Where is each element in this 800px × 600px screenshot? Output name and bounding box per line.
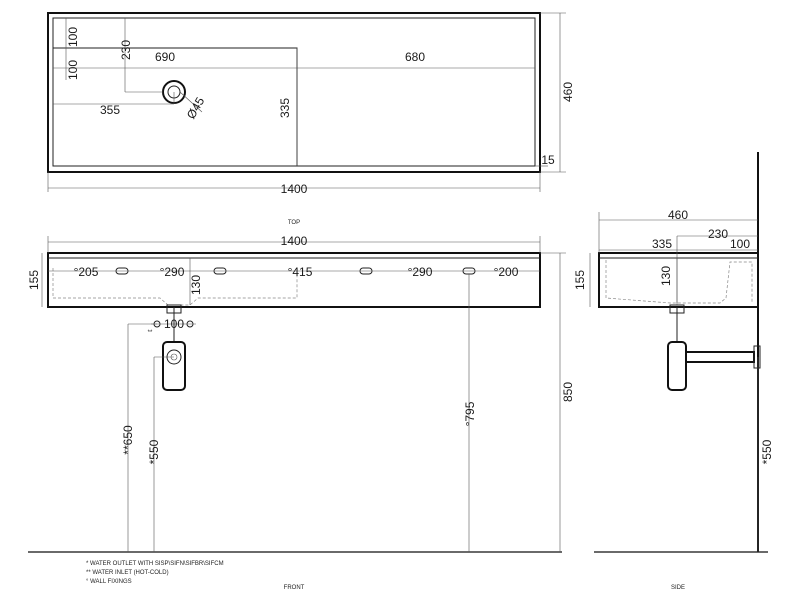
dim-label-355: 355 (100, 103, 120, 117)
note-water-outlet: * WATER OUTLET WITH SISP\SIFN\SIFBR\SIFC… (86, 561, 224, 567)
dim-label-680: 680 (405, 50, 425, 64)
dim-label-205: °205 (74, 265, 99, 279)
top-inner-outline (52, 17, 536, 167)
dim-label-100-left: 100 (66, 60, 80, 80)
dim-label-335: 335 (278, 98, 292, 118)
side-hidden-bowl (605, 260, 753, 304)
side-basin-body (598, 252, 759, 308)
dim-label-1400: 1400 (281, 182, 308, 196)
dim-label-front-130: 130 (189, 275, 203, 295)
dim-label-front-550: *550 (147, 439, 161, 464)
dim-label-200: °200 (494, 265, 519, 279)
dim-label-side-550: *550 (760, 439, 774, 464)
dim-label-290b: °290 (408, 265, 433, 279)
dim-label-front-650: **650 (121, 425, 135, 455)
front-view-caption: FRONT (284, 585, 305, 591)
dim-label-290a: °290 (160, 265, 185, 279)
dim-label-15: 15 (541, 153, 555, 167)
basin-shelf-edge (53, 47, 298, 166)
dim-label-795: °795 (463, 401, 477, 426)
side-view-caption: SIDE (671, 585, 685, 591)
top-view: 100 230 690 680 100 Ø45 355 335 460 15 1… (47, 12, 575, 226)
dim-label-230: 230 (119, 40, 133, 60)
dim-label-side-100: 100 (730, 237, 750, 251)
dim-label-690: 690 (155, 50, 175, 64)
dim-label-850: 850 (561, 382, 575, 402)
side-wall-flange (753, 345, 761, 369)
dim-leader-45 (179, 91, 203, 113)
dim-label-100-top: 100 (66, 27, 80, 47)
dim-label-415: °415 (288, 265, 313, 279)
dim-label-front-1400: 1400 (281, 234, 308, 248)
top-view-caption: TOP (288, 220, 300, 226)
dim-label-side-335: 335 (652, 237, 672, 251)
dim-label-460: 460 (561, 82, 575, 102)
front-view: 1400 155 °205 °290 °415 °290 °200 130 10… (27, 234, 575, 591)
top-outer-outline (47, 12, 541, 173)
dim-label-front-100: 100 (164, 317, 184, 331)
trap-body (162, 341, 186, 391)
dim-label-side-460: 460 (668, 208, 688, 222)
dim-label-side-155: 155 (573, 270, 587, 290)
side-trap-body (667, 341, 687, 391)
front-basin-body (47, 252, 541, 308)
note-wall-fixings: ° WALL FIXINGS (86, 579, 132, 585)
trap-coupling (166, 304, 182, 314)
dim-label-side-130: 130 (659, 266, 673, 286)
front-hidden-bowl (52, 268, 298, 306)
side-trap-outlet-pipe (685, 351, 755, 363)
dim-label-side-230: 230 (708, 227, 728, 241)
note-water-inlet: ** WATER INLET (HOT-COLD) (86, 570, 169, 576)
side-view: 460 230 335 100 155 130 *550 SIDE (573, 152, 774, 591)
dim-label-front-155: 155 (27, 270, 41, 290)
inlet-asterisk-mark: ** (148, 330, 153, 336)
